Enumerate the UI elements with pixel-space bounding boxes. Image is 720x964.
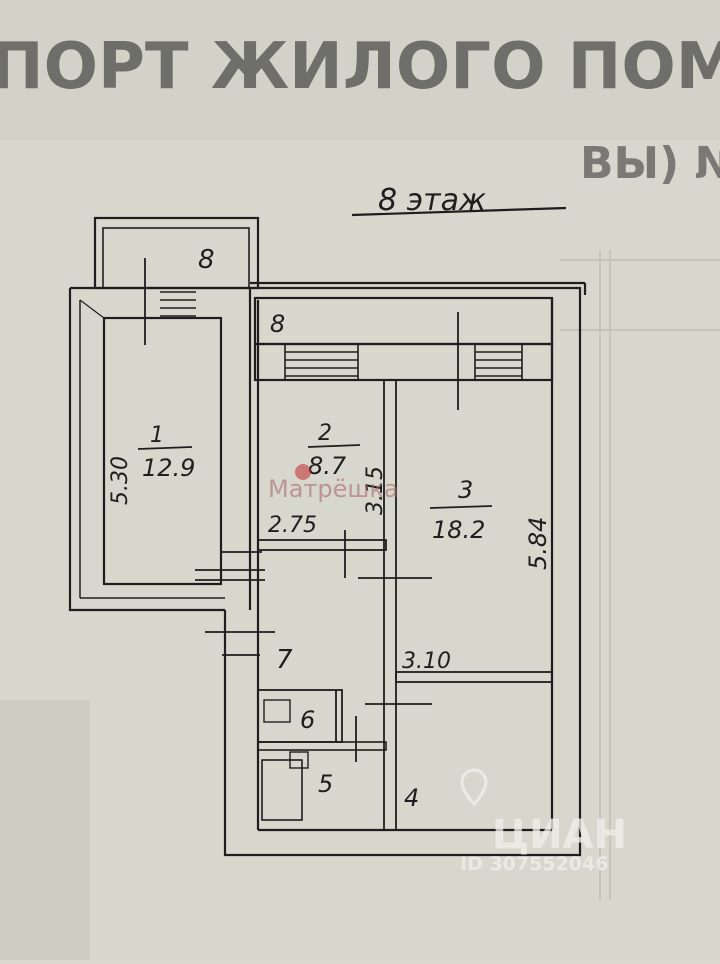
corridor-number: 4 bbox=[404, 784, 419, 812]
bath-number: 6 bbox=[300, 706, 315, 734]
room-1-fraction-line bbox=[137, 446, 193, 450]
wc-top-wall bbox=[257, 741, 387, 751]
floor-label-underline bbox=[351, 206, 567, 217]
room-3-area: 18.2 bbox=[432, 516, 485, 544]
agency-watermark: Матрёшка bbox=[268, 464, 399, 503]
agency-watermark-text: Матрёшка bbox=[268, 475, 399, 503]
bathtub bbox=[261, 759, 303, 821]
balcony-strip-number: 8 bbox=[270, 310, 285, 338]
room-1-inner bbox=[102, 316, 223, 586]
room-3-dimension-horizontal: 3.10 bbox=[402, 649, 451, 674]
listing-id: ID 307552046 bbox=[460, 853, 608, 875]
balcony-top-number: 8 bbox=[198, 245, 215, 275]
toilet bbox=[263, 699, 291, 723]
listing-watermark: ЦИАН ID 307552046 bbox=[460, 768, 627, 875]
listing-site-name: ЦИАН bbox=[492, 812, 627, 858]
room-2-area: 8.7 bbox=[308, 452, 347, 480]
room-2-dimension-vertical: 3.15 bbox=[363, 466, 388, 515]
wc-number: 5 bbox=[318, 770, 333, 798]
room-1-number: 1 bbox=[150, 423, 164, 448]
hall-number: 7 bbox=[276, 645, 293, 675]
agency-logo-icon bbox=[295, 464, 311, 480]
room-2-dimension-horizontal: 2.75 bbox=[268, 513, 317, 538]
sink bbox=[289, 751, 309, 769]
window-marks bbox=[160, 291, 523, 380]
map-pin-icon bbox=[460, 768, 488, 807]
paper-top-shade bbox=[0, 0, 720, 140]
room-3-number: 3 bbox=[458, 476, 473, 504]
faded-form-subtitle: ВЫ) № bbox=[580, 138, 720, 189]
room-3-fraction-line bbox=[429, 505, 493, 509]
faded-form-title: ПОРТ ЖИЛОГО ПОМЕЩ bbox=[0, 30, 720, 104]
left-outer-wall bbox=[68, 288, 225, 612]
paper-corner-shade bbox=[0, 700, 90, 960]
faded-form-lines bbox=[560, 250, 720, 900]
room-2-bottom-wall bbox=[257, 539, 387, 551]
main-outer-wall bbox=[223, 286, 582, 857]
room-1-dimension: 5.30 bbox=[108, 456, 133, 505]
room-3-dimension-vertical: 5.84 bbox=[524, 517, 552, 570]
room-2-fraction-line bbox=[307, 444, 361, 448]
door-marks bbox=[144, 258, 459, 762]
room-2-number: 2 bbox=[318, 421, 332, 446]
room-1-area: 12.9 bbox=[142, 454, 195, 482]
plan-walls bbox=[68, 216, 587, 857]
